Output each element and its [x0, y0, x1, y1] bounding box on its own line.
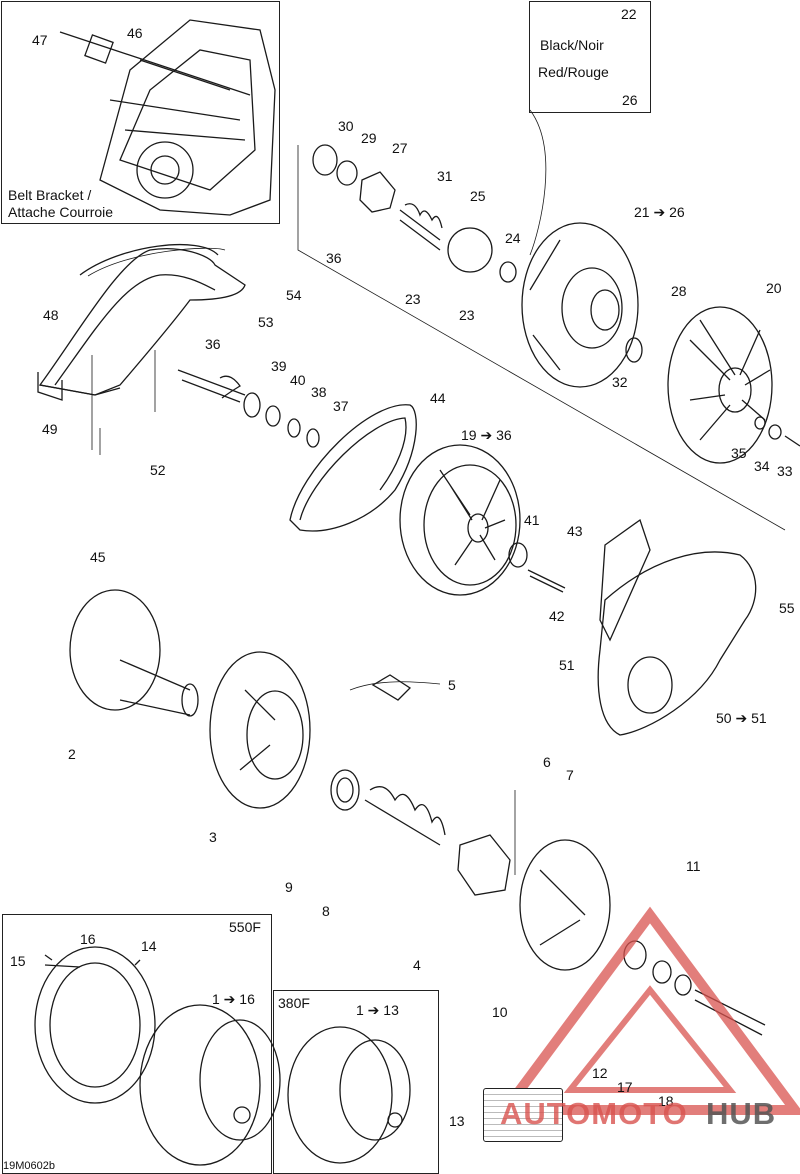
callout-34: 34 [754, 458, 770, 474]
belt-bracket-label-line1: Belt Bracket / [8, 187, 92, 203]
driven-pulley-half-drawing [69, 589, 199, 717]
callout-9: 9 [285, 879, 293, 895]
callout-36b: 36 [205, 336, 221, 352]
flywheel-ring-drawing [34, 946, 156, 1104]
drive-pulley-550-drawing [139, 1004, 281, 1166]
top-parts-drawing [312, 144, 517, 283]
callout-36a: 36 [326, 250, 342, 266]
legend-number-top: 22 [621, 6, 637, 22]
warning-label-sticker [483, 1088, 563, 1142]
callout-14: 14 [141, 938, 157, 954]
drive-belt-drawing [289, 404, 417, 532]
callout-17: 17 [617, 1079, 633, 1095]
callout-35: 35 [731, 445, 747, 461]
callout-10: 10 [492, 1004, 508, 1020]
callout-23b: 23 [459, 307, 475, 323]
variant-550f-box [2, 914, 272, 1174]
belt-bracket-inset [1, 1, 280, 224]
diagram-code: 19M0602b [3, 1160, 55, 1172]
legend-black: Black/Noir [540, 37, 604, 53]
fan-disc-drawing [667, 306, 773, 464]
legend-number-bottom: 26 [622, 92, 638, 108]
callout-15: 15 [10, 953, 26, 969]
pulley-face-drawing [209, 651, 311, 809]
belt-bracket-frame-drawing [59, 19, 276, 216]
callout-29: 29 [361, 130, 377, 146]
callout-39: 39 [271, 358, 287, 374]
screw-stack-drawing [177, 369, 320, 448]
callout-40: 40 [290, 372, 306, 388]
drive-pulley-disc-drawing [521, 222, 639, 388]
color-legend-box [529, 1, 651, 113]
callout-38: 38 [311, 384, 327, 400]
callout-55: 55 [779, 600, 795, 616]
callout-19: 19 ➔ 36 [461, 427, 512, 443]
callout-16: 16 [80, 931, 96, 947]
callout-5: 5 [448, 677, 456, 693]
callout-41: 41 [524, 512, 540, 528]
callout-30: 30 [338, 118, 354, 134]
callout-27: 27 [392, 140, 408, 156]
callout-11: 11 [686, 858, 701, 874]
callout-23a: 23 [405, 291, 421, 307]
callout-12: 12 [592, 1065, 608, 1081]
callout-24: 24 [505, 230, 521, 246]
callout-25: 25 [470, 188, 486, 204]
variant-380f-range: 1 ➔ 13 [356, 1002, 399, 1018]
callout-7: 7 [566, 767, 574, 783]
callout-33: 33 [777, 463, 793, 479]
callout-21: 21 ➔ 26 [634, 204, 685, 220]
callout-13: 13 [449, 1113, 465, 1129]
watermark-text-main: AUTOMOTO [500, 1096, 688, 1131]
belt-guard-drawing [37, 244, 246, 401]
callout-44: 44 [430, 390, 446, 406]
callout-3: 3 [209, 829, 217, 845]
legend-red: Red/Rouge [538, 64, 609, 80]
callout-47: 47 [32, 32, 48, 48]
callout-37: 37 [333, 398, 349, 414]
callout-32: 32 [612, 374, 628, 390]
watermark-triangle [495, 906, 800, 1115]
callout-20: 20 [766, 280, 782, 296]
callout-28: 28 [671, 283, 687, 299]
variant-550f-title: 550F [229, 919, 261, 935]
callout-51: 51 [559, 657, 575, 673]
callout-45: 45 [90, 549, 106, 565]
callout-50: 50 ➔ 51 [716, 710, 767, 726]
callout-31: 31 [437, 168, 453, 184]
variant-550f-range: 1 ➔ 16 [212, 991, 255, 1007]
watermark-text-hub: HUB [706, 1096, 777, 1131]
callout-6: 6 [543, 754, 551, 770]
callout-52: 52 [150, 462, 166, 478]
callout-54: 54 [286, 287, 302, 303]
variant-380f-title: 380F [278, 995, 310, 1011]
callout-42: 42 [549, 608, 565, 624]
callout-49: 49 [42, 421, 58, 437]
callout-18: 18 [658, 1093, 674, 1109]
belt-guard-cover-drawing [597, 518, 757, 736]
callout-43: 43 [567, 523, 583, 539]
drive-pulley-380-drawing [287, 1026, 411, 1164]
callout-46: 46 [127, 25, 143, 41]
callout-4: 4 [413, 957, 421, 973]
belt-bracket-label-line2: Attache Courroie [8, 204, 114, 220]
secondary-pulley-drawing [399, 444, 521, 596]
callout-53: 53 [258, 314, 274, 330]
callout-8: 8 [322, 903, 330, 919]
callout-48: 48 [43, 307, 59, 323]
callout-2: 2 [68, 746, 76, 762]
